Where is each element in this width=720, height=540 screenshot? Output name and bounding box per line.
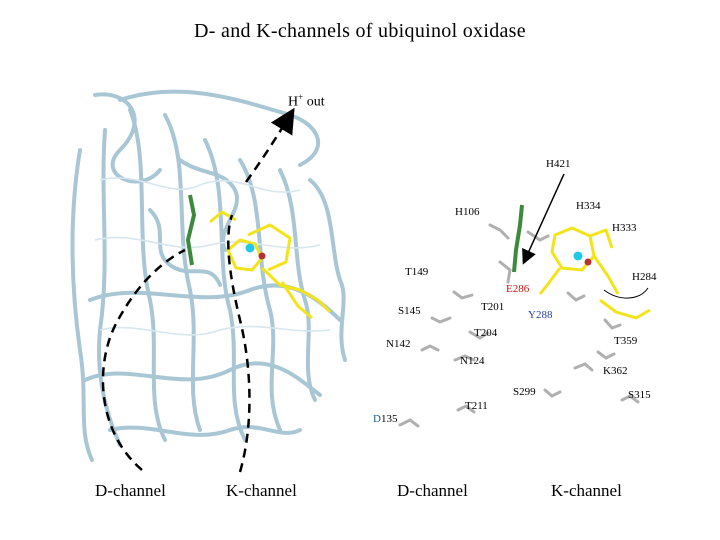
right-fe-atom [584, 258, 592, 266]
proton-exit-arrow [244, 107, 295, 183]
residue-h421: H421 [546, 158, 571, 170]
h421-pointer [522, 173, 565, 265]
left-cu-atom [245, 243, 255, 253]
residue-t149: T149 [405, 266, 429, 278]
right-d-channel-label: D-channel [397, 481, 468, 500]
h284-bracket [603, 287, 649, 299]
residue-y288: Y288 [528, 309, 553, 321]
residue-t359: T359 [614, 335, 638, 347]
residue-s145: S145 [398, 305, 421, 317]
residue-s315: S315 [628, 389, 651, 401]
right-k-channel-label: K-channel [551, 481, 622, 500]
right-residue-sticks [398, 223, 640, 428]
protein-ribbon [70, 89, 347, 462]
residue-h106: H106 [455, 206, 480, 218]
left-k-channel-label: K-channel [226, 481, 297, 500]
residue-s299: S299 [513, 386, 536, 398]
right-quinone-chain [512, 204, 524, 273]
residue-d135: D135 [373, 413, 398, 425]
right-cu-atom [573, 251, 583, 261]
residue-h284: H284 [632, 271, 657, 283]
residue-h334: H334 [576, 200, 601, 212]
residue-n142: N142 [386, 338, 411, 350]
left-d-channel-path [101, 248, 186, 471]
residue-n124: N124 [460, 355, 485, 367]
left-fe-atom [258, 252, 266, 260]
proton-exit-label: H+ out [288, 92, 325, 110]
residue-k362: K362 [603, 365, 628, 377]
left-k-channel-path [227, 214, 251, 473]
residue-t211: T211 [465, 400, 488, 412]
left-d-channel-label: D-channel [95, 481, 166, 500]
residue-e286: E286 [506, 283, 530, 295]
left-quinone-chain [185, 194, 197, 266]
residue-t201: T201 [481, 301, 505, 313]
residue-h333: H333 [612, 222, 637, 234]
residue-t204: T204 [474, 327, 498, 339]
figure-title: D- and K-channels of ubiquinol oxidase [194, 20, 526, 42]
